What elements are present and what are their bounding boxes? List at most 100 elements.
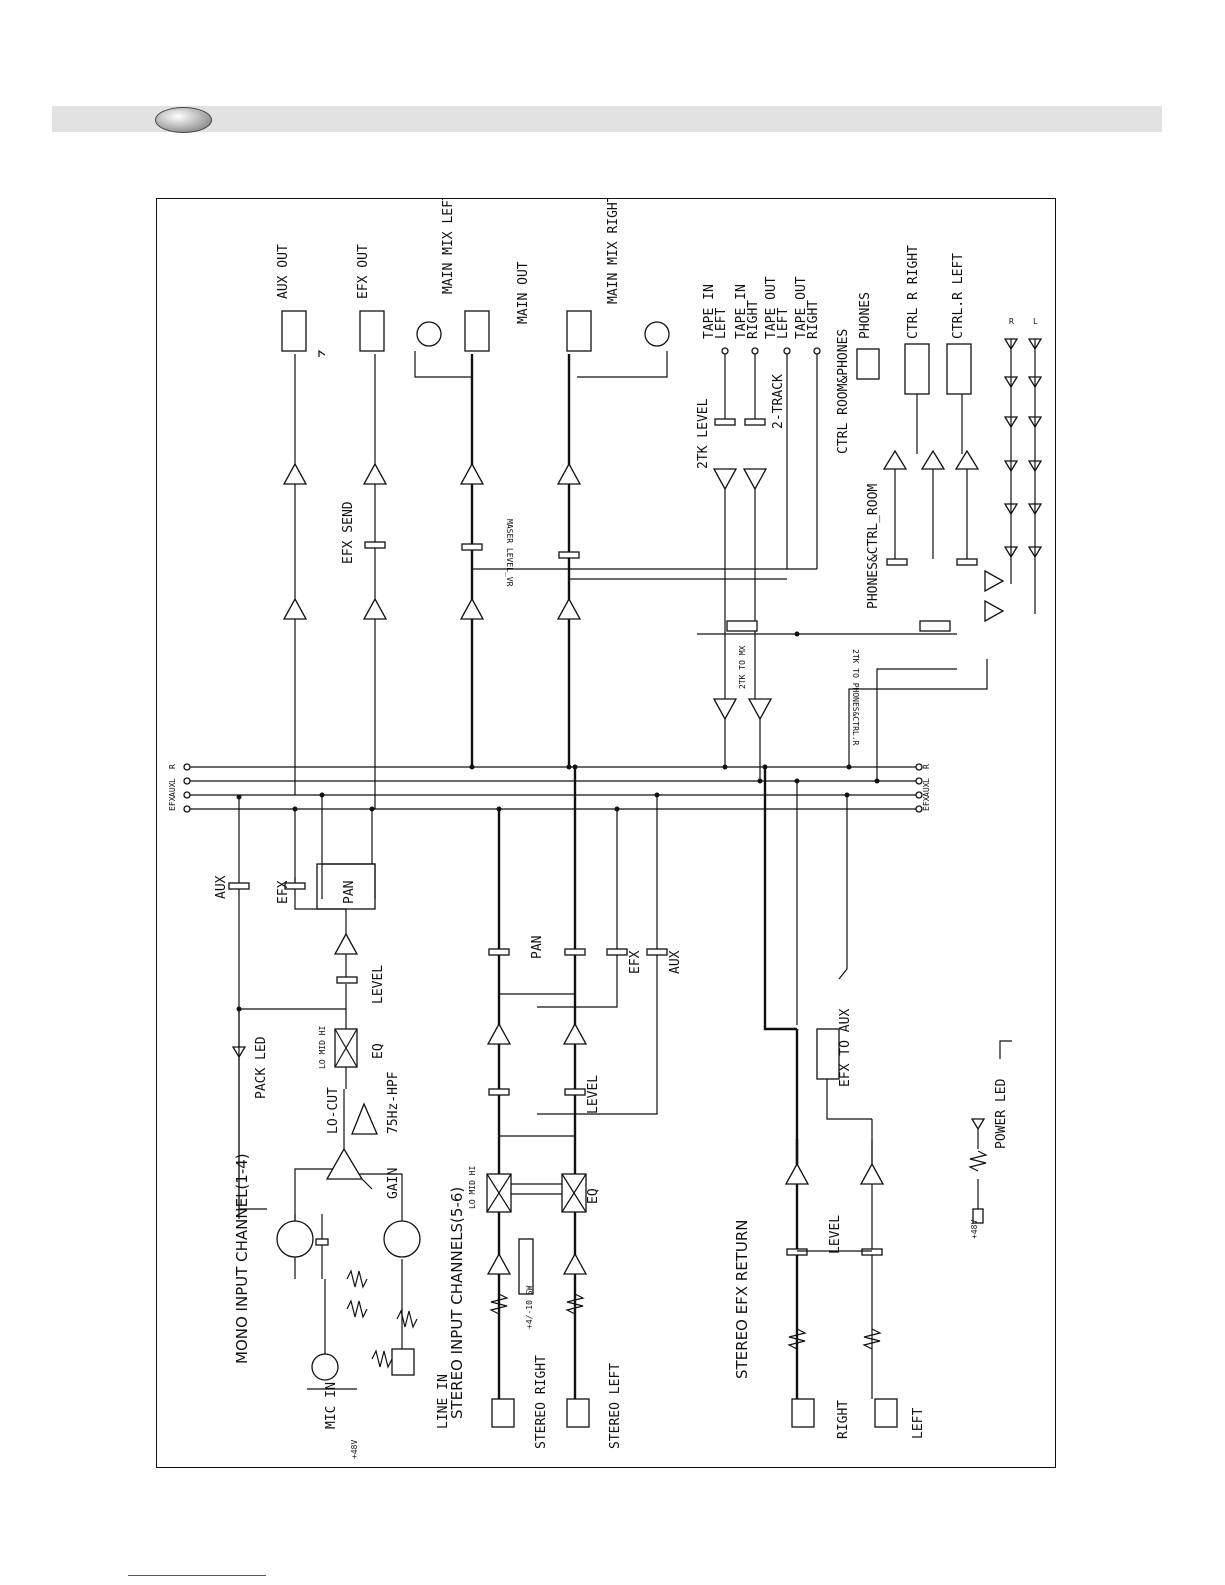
efx-return-level-label: LEVEL	[828, 1215, 843, 1254]
tape-in-right-label-1: TAPE IN	[734, 284, 749, 339]
two-tk-amp-left	[712, 468, 738, 491]
main-out-label: MAIN OUT	[516, 261, 531, 324]
aux-out-label: AUX OUT	[276, 244, 291, 299]
meter-l-label: L	[1033, 317, 1038, 326]
efx-send-pot	[364, 541, 386, 549]
stereo-input-channels	[486, 764, 668, 1428]
ctrl-r-left-label: CTRL.R LEFT	[951, 253, 966, 339]
main-left-xlr	[416, 321, 442, 347]
mono-eq-label: EQ	[371, 1043, 386, 1059]
master-level-label: MASER LEVEL_VR	[505, 519, 514, 587]
tape-in-left-label-1: TAPE IN	[702, 284, 717, 339]
tape-out-right-label-1: TAPE OUT	[794, 276, 809, 339]
master-level-left	[461, 543, 483, 551]
stereo-left-level-amp	[562, 1022, 588, 1045]
main-right-jack	[566, 310, 592, 352]
stereo-right-jack	[491, 1398, 515, 1428]
two-tk-to-mx-amp-left	[712, 698, 738, 721]
stereo-input-channels-title: STEREO INPUT CHANNELS(5-6)	[448, 1187, 466, 1419]
tape-out-left-label-2: LEFT	[776, 308, 791, 339]
hpf-filter	[351, 1102, 378, 1135]
tape-in-right-label-2: RIGHT	[746, 300, 761, 339]
efx-return-level-left	[861, 1248, 883, 1256]
phones-ctrl-room-label: PHONES&CTRL_ROOM	[866, 484, 881, 609]
mono-pan-pot	[316, 863, 376, 910]
main-left-amp-1	[459, 462, 485, 485]
line-in-label: LINE IN	[436, 1374, 451, 1429]
two-tk-to-mx-amp-right	[747, 698, 773, 721]
two-tk-amp-right	[742, 468, 768, 491]
mono-input-channel	[228, 792, 421, 1390]
hpf-label: 75Hz-HPF	[386, 1071, 401, 1134]
aux-out-amp-1	[282, 462, 308, 485]
stereo-efx-return-title: STEREO EFX RETURN	[733, 1220, 751, 1379]
power-led-supply-label: +48V	[970, 1220, 979, 1239]
mic-preamp-transistor-2	[383, 1220, 421, 1258]
phones-ctrl-room-level-right	[956, 558, 978, 566]
stereo-right-label: STEREO RIGHT	[534, 1355, 549, 1449]
meter-r-label: R	[1009, 317, 1014, 326]
efx-to-aux-switch	[816, 1028, 840, 1080]
stereo-pan-left	[564, 948, 586, 956]
phones-ctrl-room-level-left	[886, 558, 908, 566]
plus4-minus10-switch	[518, 1238, 534, 1295]
gain-opamp	[325, 1147, 364, 1180]
power-led-label: POWER LED	[994, 1078, 1009, 1149]
efx-to-aux-label: EFX TO AUX	[838, 1009, 853, 1087]
footer-link-underline	[128, 1575, 266, 1576]
control-room-phones	[846, 343, 1005, 784]
meter-amp-1	[984, 569, 1005, 593]
stereo-efx-send	[606, 948, 628, 956]
stereo-right-level-amp	[486, 1022, 512, 1045]
mic-in-label: MIC IN	[324, 1382, 339, 1429]
stereo-level-right	[488, 1088, 510, 1096]
efx-return-left-amp	[859, 1162, 885, 1185]
bus-label-r-left: R	[168, 764, 177, 769]
main-right-amp-1	[556, 462, 582, 485]
section-header-band	[52, 106, 1162, 132]
mono-aux-send-pot	[228, 882, 250, 890]
stereo-right-input-amp	[486, 1252, 512, 1275]
stereo-pan-label: PAN	[530, 936, 545, 959]
efx-return-right-jack	[791, 1398, 815, 1428]
efx-out-amp-2	[362, 597, 388, 620]
efx-out-amp-1	[362, 462, 388, 485]
mix-buses	[183, 763, 923, 813]
mixer-block-diagram: R L AUX EFX R L AUX EFX	[168, 199, 1043, 1459]
tape-out-left-terminal	[783, 347, 791, 355]
bus-label-aux-right: AUX	[922, 782, 931, 797]
aux-out-jack	[281, 310, 307, 352]
ctrl-r-right-jack	[904, 343, 930, 395]
stereo-left-label: STEREO LEFT	[608, 1363, 623, 1449]
mic-xlr-connector	[311, 1353, 339, 1381]
ctrl-r-left-amp	[954, 449, 980, 470]
efx-return-level-right	[786, 1248, 808, 1256]
efx-out-jack	[359, 310, 385, 352]
bus-label-efx-right: EFX	[922, 796, 931, 811]
stereo-efx-label: EFX	[628, 950, 643, 974]
mono-pan-label: PAN	[342, 881, 357, 904]
main-mix-right-label: MAIN MIX RIGHT	[606, 199, 621, 304]
power-led-icon	[970, 1118, 986, 1131]
two-track-section	[472, 347, 957, 784]
mono-level-fader	[336, 976, 358, 984]
mono-level-amp	[333, 932, 359, 955]
ctrl-r-left-jack	[946, 343, 972, 395]
stereo-left-jack	[566, 1398, 590, 1428]
two-tk-to-phones-label: 2TK TO PHONES&CTRL.R	[851, 649, 860, 746]
mono-efx-label: EFX	[276, 880, 291, 904]
tape-in-left-label-2: LEFT	[714, 308, 729, 339]
main-right-amp-2	[556, 597, 582, 620]
gain-label: GAIN	[386, 1168, 401, 1199]
section-bullet-icon	[155, 107, 212, 133]
stereo-aux-label: AUX	[668, 950, 683, 974]
efx-out-label: EFX OUT	[356, 244, 371, 299]
mono-eq-bands-label: LO MID HI	[318, 1025, 327, 1069]
ctrl-r-right-amp	[920, 449, 946, 470]
power-led-circuit	[968, 1040, 1012, 1224]
line-in-jack	[391, 1348, 415, 1376]
bus-label-efx-left: EFX	[168, 796, 177, 811]
stereo-aux-send	[646, 948, 668, 956]
main-right-xlr	[644, 321, 670, 347]
efx-return-right-amp	[784, 1162, 810, 1185]
